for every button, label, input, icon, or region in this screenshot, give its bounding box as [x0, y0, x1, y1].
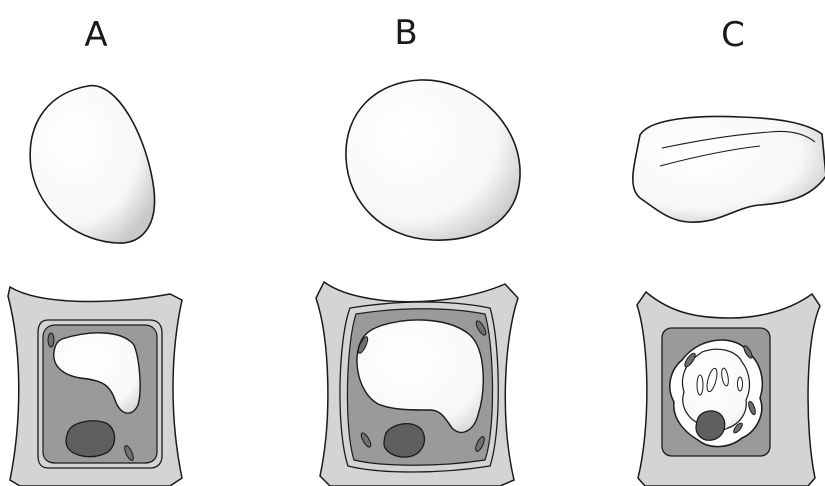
fold: [738, 377, 743, 391]
panel-label-b: B: [394, 13, 417, 53]
egg-c: [633, 116, 825, 222]
nucleus: [696, 411, 725, 440]
panel-label-c: C: [721, 15, 745, 55]
cell-c: [637, 292, 820, 486]
cell-b: [316, 282, 518, 486]
cell-a: [8, 287, 182, 486]
egg-b: [346, 80, 520, 240]
nucleus: [66, 421, 114, 457]
chloroplast: [48, 333, 54, 347]
panel-label-a: A: [84, 15, 107, 55]
egg-a: [30, 86, 154, 243]
nucleus: [384, 424, 424, 457]
fold: [697, 375, 703, 395]
